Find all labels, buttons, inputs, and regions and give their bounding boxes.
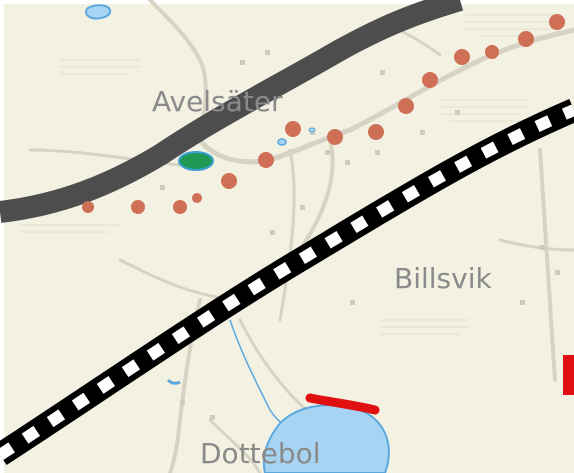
map-top-edge (0, 0, 574, 4)
main-road (0, 0, 464, 223)
lake-dottebol (262, 404, 390, 473)
place-label-billsvik: Billsvik (394, 262, 492, 295)
place-label-dottebol: Dottebol (200, 437, 321, 470)
pond-small (277, 138, 287, 146)
map-left-edge (0, 0, 4, 473)
pond-top (84, 4, 112, 20)
place-label-avelsater: Avelsäter (152, 85, 283, 118)
highlight-edge[interactable] (563, 355, 574, 395)
pond-tiny (308, 127, 316, 133)
terrain-hatching (20, 14, 560, 335)
location-marker[interactable] (178, 151, 214, 171)
buildings (160, 50, 560, 420)
stream-spot (166, 378, 181, 385)
railway-dashes (0, 104, 574, 461)
highlight-segment[interactable] (305, 393, 380, 415)
dotted-route (82, 14, 565, 214)
